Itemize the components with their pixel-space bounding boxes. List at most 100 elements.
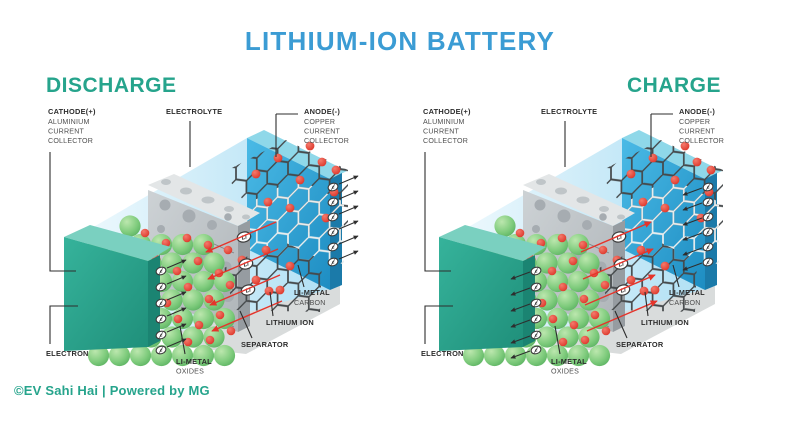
svg-text:e: e — [534, 316, 539, 323]
separator-label: SEPARATOR — [616, 340, 664, 349]
svg-text:e: e — [159, 332, 164, 339]
anode-label: ANODE(-) — [679, 107, 715, 116]
svg-text:COPPER: COPPER — [679, 118, 710, 126]
credit-footer: ©EV Sahi Hai | Powered by MG — [14, 383, 210, 398]
electron-badge: e — [327, 257, 339, 267]
svg-text:e: e — [706, 214, 711, 221]
electron-badge: e — [702, 257, 714, 267]
label-connectors — [424, 113, 680, 355]
svg-text:e: e — [534, 332, 539, 339]
charge-panel: CHARGE — [403, 74, 771, 386]
svg-text:COLLECTOR: COLLECTOR — [304, 137, 349, 145]
svg-text:CARBON: CARBON — [669, 299, 701, 307]
electron-badge: e — [702, 227, 714, 237]
svg-text:e: e — [159, 268, 164, 275]
svg-text:OXIDES: OXIDES — [551, 368, 579, 376]
svg-text:Li: Li — [241, 235, 248, 242]
svg-text:COLLECTOR: COLLECTOR — [48, 137, 93, 145]
electron-badge: e — [530, 298, 542, 308]
electron-badge: e — [327, 227, 339, 237]
electron-badge: e — [155, 266, 167, 276]
svg-text:COLLECTOR: COLLECTOR — [423, 137, 468, 145]
cathode-label: CATHODE(+) — [423, 107, 471, 116]
svg-text:e: e — [706, 259, 711, 266]
svg-text:CURRENT: CURRENT — [423, 128, 460, 136]
svg-text:OXIDES: OXIDES — [176, 368, 204, 376]
panel-title: DISCHARGE — [46, 74, 177, 97]
label-connectors — [49, 113, 305, 355]
electron-badge: e — [530, 330, 542, 340]
electron-badge: e — [702, 212, 714, 222]
svg-text:Li: Li — [618, 262, 625, 269]
electron-badge: e — [327, 212, 339, 222]
electron-badge: e — [530, 266, 542, 276]
svg-text:CURRENT: CURRENT — [48, 128, 85, 136]
electron-badge: e — [155, 298, 167, 308]
anode-label: ANODE(-) — [304, 107, 340, 116]
ion-arrows — [205, 221, 283, 332]
electron-label: ELECTRON — [421, 349, 464, 358]
svg-text:e: e — [331, 199, 336, 206]
limetal-carbon-label: LI-METAL — [669, 288, 705, 297]
electron-badge: e — [327, 242, 339, 252]
svg-text:COLLECTOR: COLLECTOR — [679, 137, 724, 145]
svg-text:e: e — [706, 229, 711, 236]
limetal-carbon-label: LI-METAL — [294, 288, 330, 297]
svg-text:e: e — [159, 284, 164, 291]
electron-badge: e — [530, 345, 542, 355]
electron-badge: e — [155, 345, 167, 355]
svg-text:COPPER: COPPER — [304, 118, 335, 126]
electron-badge: e — [530, 282, 542, 292]
electron-badge: e — [327, 182, 339, 192]
limetal-oxides-label: LI-METAL — [176, 357, 212, 366]
electrolyte-label: ELECTROLYTE — [541, 107, 597, 116]
lithium-ion-label: LITHIUM ION — [641, 318, 689, 327]
electron-badge: e — [530, 314, 542, 324]
svg-text:CURRENT: CURRENT — [679, 128, 716, 136]
electron-badge: e — [155, 314, 167, 324]
cathode-collector-slab — [439, 225, 546, 351]
limetal-oxides-label: LI-METAL — [551, 357, 587, 366]
separator-label: SEPARATOR — [241, 340, 289, 349]
panel-title: CHARGE — [626, 74, 721, 97]
diagram-labels: CATHODE(+) ALUMINIUM CURRENT COLLECTOR E… — [421, 107, 724, 376]
svg-text:e: e — [331, 259, 336, 266]
svg-text:e: e — [706, 244, 711, 251]
svg-text:e: e — [331, 229, 336, 236]
electron-badge: e — [327, 197, 339, 207]
svg-text:e: e — [534, 347, 539, 354]
svg-text:e: e — [534, 284, 539, 291]
svg-text:CURRENT: CURRENT — [304, 128, 341, 136]
svg-text:e: e — [159, 347, 164, 354]
cathode-collector-slab — [64, 225, 171, 351]
svg-text:e: e — [331, 214, 336, 221]
ion-arrows — [580, 221, 658, 332]
electron-badge: e — [155, 282, 167, 292]
cathode-label: CATHODE(+) — [48, 107, 96, 116]
svg-text:ALUMINIUM: ALUMINIUM — [423, 118, 465, 126]
electron-badge: e — [155, 330, 167, 340]
svg-text:e: e — [331, 244, 336, 251]
svg-text:e: e — [706, 199, 711, 206]
svg-text:e: e — [159, 300, 164, 307]
electron-badge: e — [702, 242, 714, 252]
discharge-panel: DISCHARGE — [28, 74, 396, 386]
electrolyte-label: ELECTROLYTE — [166, 107, 222, 116]
diagram-labels: CATHODE(+) ALUMINIUM CURRENT COLLECTOR E… — [46, 107, 349, 376]
svg-text:Li: Li — [243, 262, 250, 269]
svg-text:ALUMINIUM: ALUMINIUM — [48, 118, 90, 126]
page-title: LITHIUM-ION BATTERY — [244, 26, 556, 56]
electron-badge: e — [702, 197, 714, 207]
svg-text:CARBON: CARBON — [294, 299, 326, 307]
svg-text:Li: Li — [620, 288, 627, 295]
electron-badge: e — [702, 182, 714, 192]
svg-text:Li: Li — [245, 288, 252, 295]
svg-text:e: e — [534, 268, 539, 275]
svg-text:e: e — [159, 316, 164, 323]
svg-text:Li: Li — [616, 235, 623, 242]
